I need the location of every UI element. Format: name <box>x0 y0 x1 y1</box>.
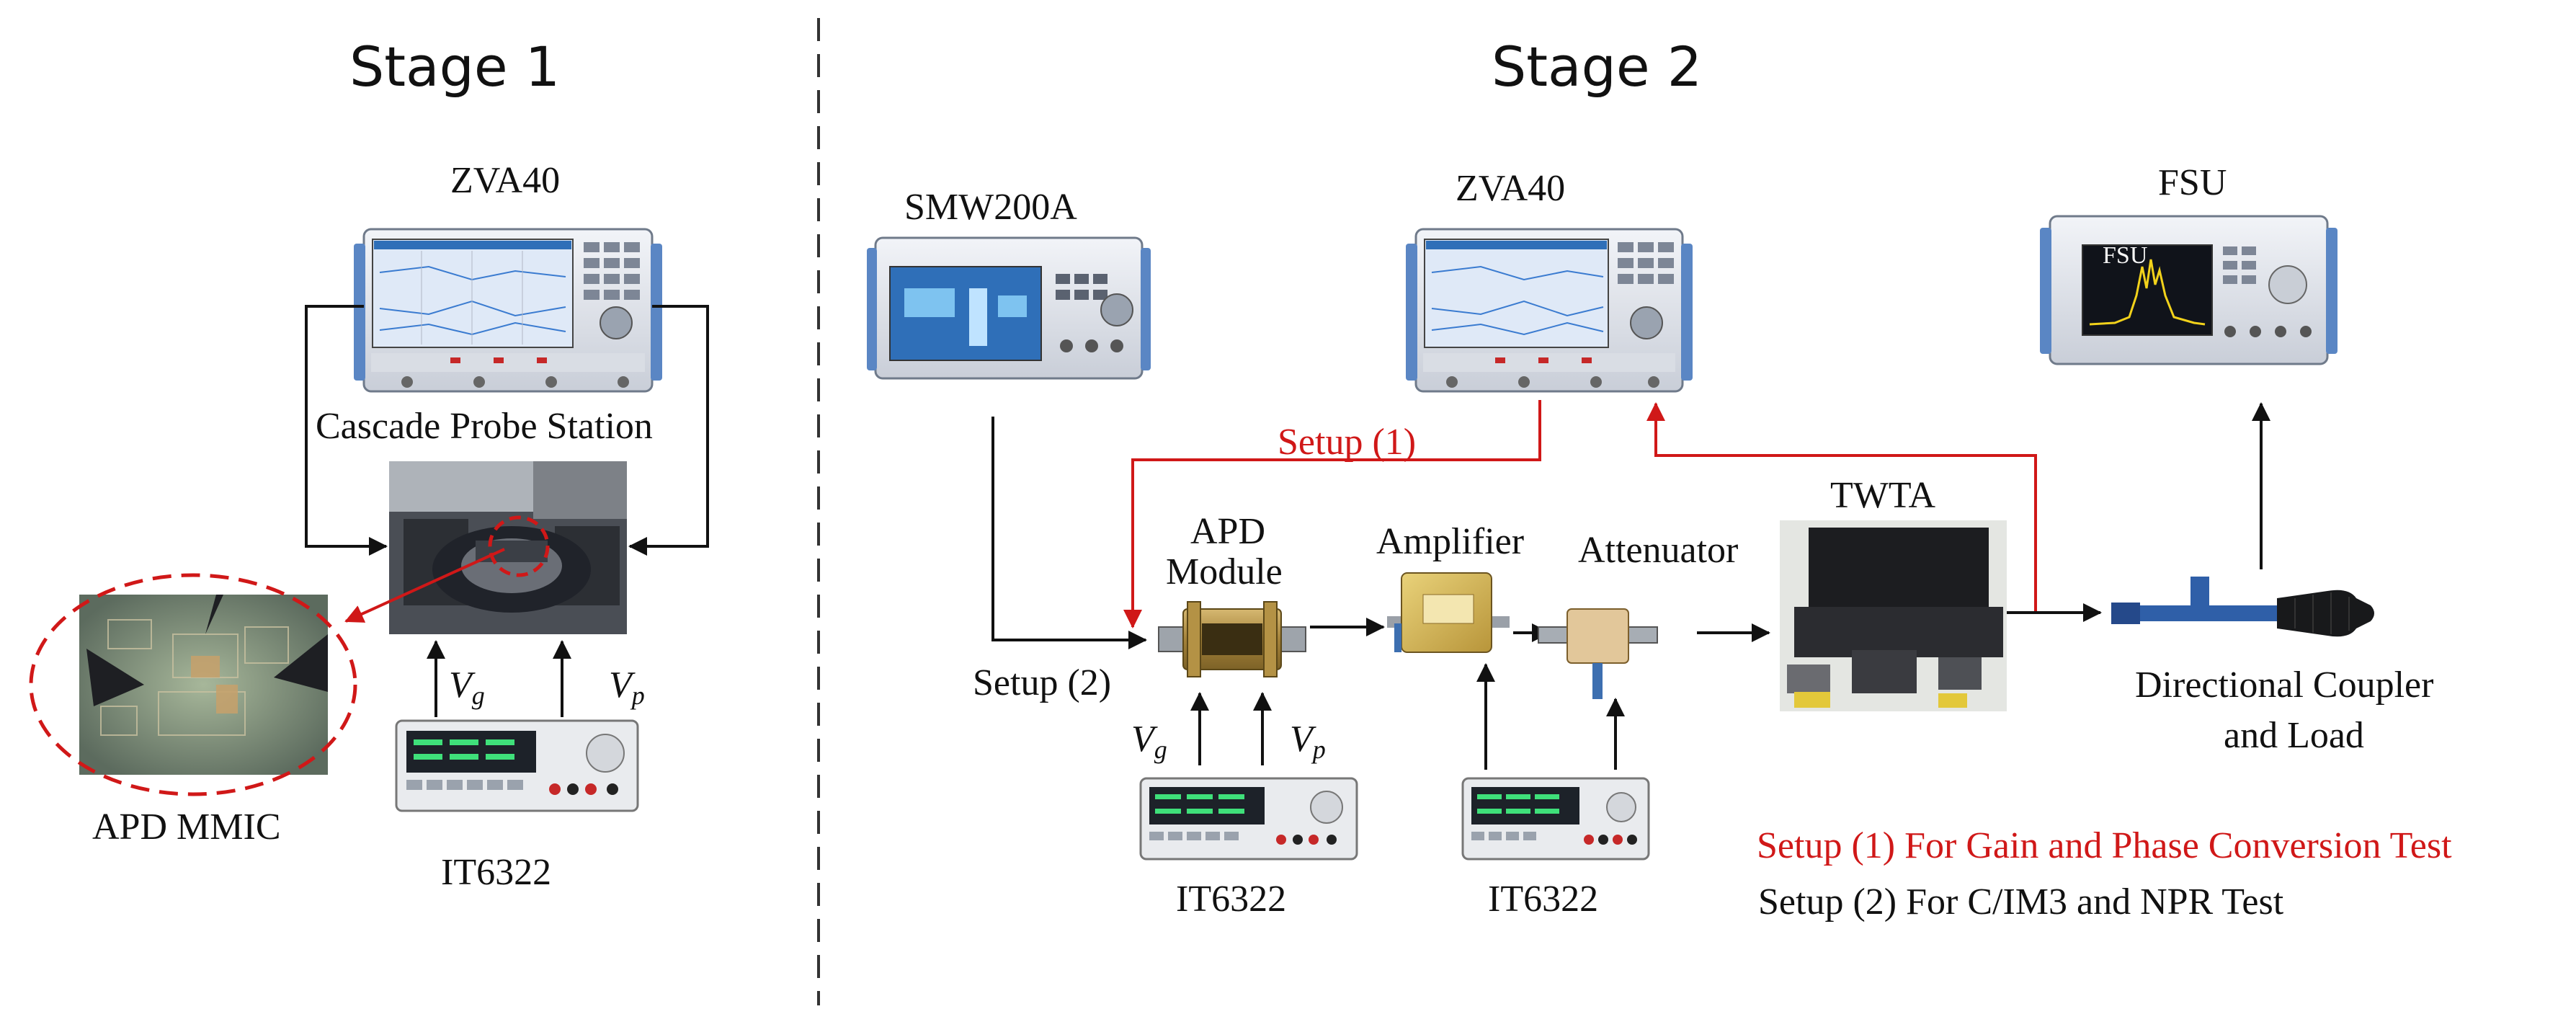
fsu-screen-label: FSU <box>2103 242 2148 269</box>
zva40-instrument-stage1 <box>354 228 662 393</box>
zva40-instrument-stage2 <box>1406 228 1693 393</box>
vp-label-stage2: Vp <box>1290 719 1326 764</box>
smw200a-label: SMW200A <box>904 187 1077 228</box>
vg-label-stage2: Vg <box>1131 719 1167 764</box>
smw200a-instrument <box>867 236 1151 380</box>
fsu-spectrum-analyzer <box>2040 215 2337 365</box>
zva40-label-stage2: ZVA40 <box>1456 168 1566 209</box>
mmic-zoom-arrow <box>344 548 505 623</box>
setup2-label: Setup (2) <box>973 662 1112 703</box>
legend-setup2: Setup (2) For C/IM3 and NPR Test <box>1758 881 2284 923</box>
vg-label-stage1: Vg <box>449 664 485 710</box>
stage2-title: Stage 2 <box>1492 35 1703 99</box>
setup1-path-in <box>1123 400 1541 628</box>
stage1-title: Stage 1 <box>349 35 561 99</box>
cascade-probe-station-label: Cascade Probe Station <box>316 406 653 447</box>
coupler-label-line2: and Load <box>2224 715 2364 756</box>
apd-mmic-label: APD MMIC <box>92 806 281 848</box>
fsu-label: FSU <box>2158 162 2227 203</box>
setup1-label: Setup (1) <box>1278 422 1417 463</box>
attenuator-photo <box>1538 608 1658 699</box>
zva40-label-stage1: ZVA40 <box>450 160 561 201</box>
amplifier-label: Amplifier <box>1376 521 1525 562</box>
directional-coupler-photo <box>2111 577 2374 637</box>
twta-photo <box>1780 520 2007 711</box>
legend-setup1: Setup (1) For Gain and Phase Conversion … <box>1757 825 2452 866</box>
apd-mmic-photo <box>29 573 357 796</box>
setup2-path <box>991 417 1147 649</box>
it6322-supply-stage2-right <box>1461 777 1650 861</box>
it6322-label-stage2-left: IT6322 <box>1176 879 1287 920</box>
it6322-label-stage1: IT6322 <box>441 852 552 893</box>
cascade-probe-station-photo <box>389 461 627 634</box>
it6322-supply-stage1 <box>395 719 639 812</box>
apd-module-label-line1: APD <box>1190 511 1266 552</box>
mmic-highlight-ellipse <box>29 573 357 796</box>
apd-module-photo <box>1158 601 1306 677</box>
vp-label-stage1: Vp <box>609 664 645 710</box>
apd-module-label-line2: Module <box>1166 551 1283 592</box>
coupler-label-line1: Directional Coupler <box>2135 664 2434 706</box>
zva-right-cable <box>628 305 709 556</box>
amplifier-photo <box>1387 572 1510 653</box>
twta-label: TWTA <box>1830 475 1935 516</box>
zva-left-cable <box>305 305 388 556</box>
attenuator-label: Attenuator <box>1578 530 1739 571</box>
it6322-supply-stage2-left <box>1139 777 1358 861</box>
it6322-label-stage2-right: IT6322 <box>1488 879 1599 920</box>
